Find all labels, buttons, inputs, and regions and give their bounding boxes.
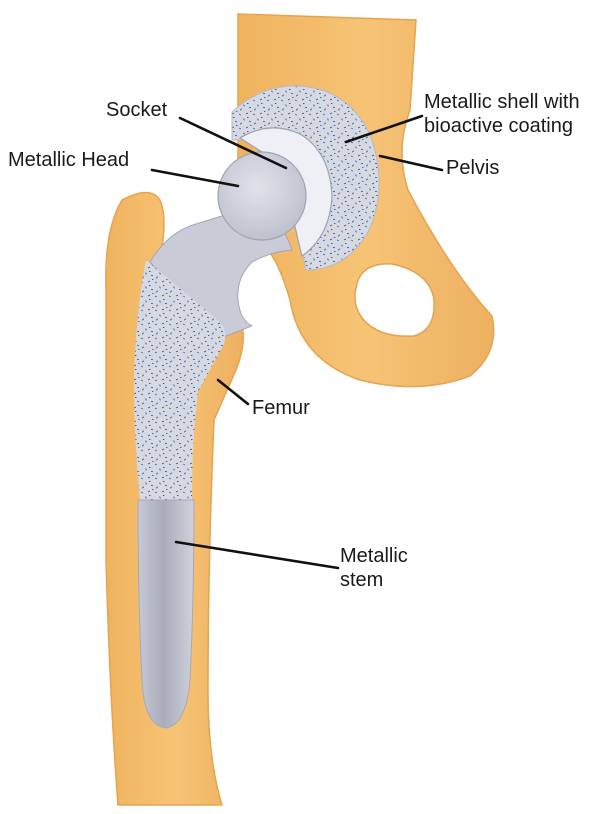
label-pelvis: Pelvis [446, 157, 499, 179]
label-metallic-stem-line1: Metallic [340, 545, 408, 567]
label-metallic-shell-line1: Metallic shell with [424, 91, 580, 113]
label-metallic-head: Metallic Head [8, 149, 129, 171]
metallic-head [218, 152, 306, 240]
label-femur: Femur [252, 397, 310, 419]
label-metallic-shell-line2: bioactive coating [424, 115, 573, 137]
metallic-stem [138, 500, 194, 728]
label-metallic-stem-line2: stem [340, 569, 383, 591]
label-socket: Socket [106, 99, 168, 121]
